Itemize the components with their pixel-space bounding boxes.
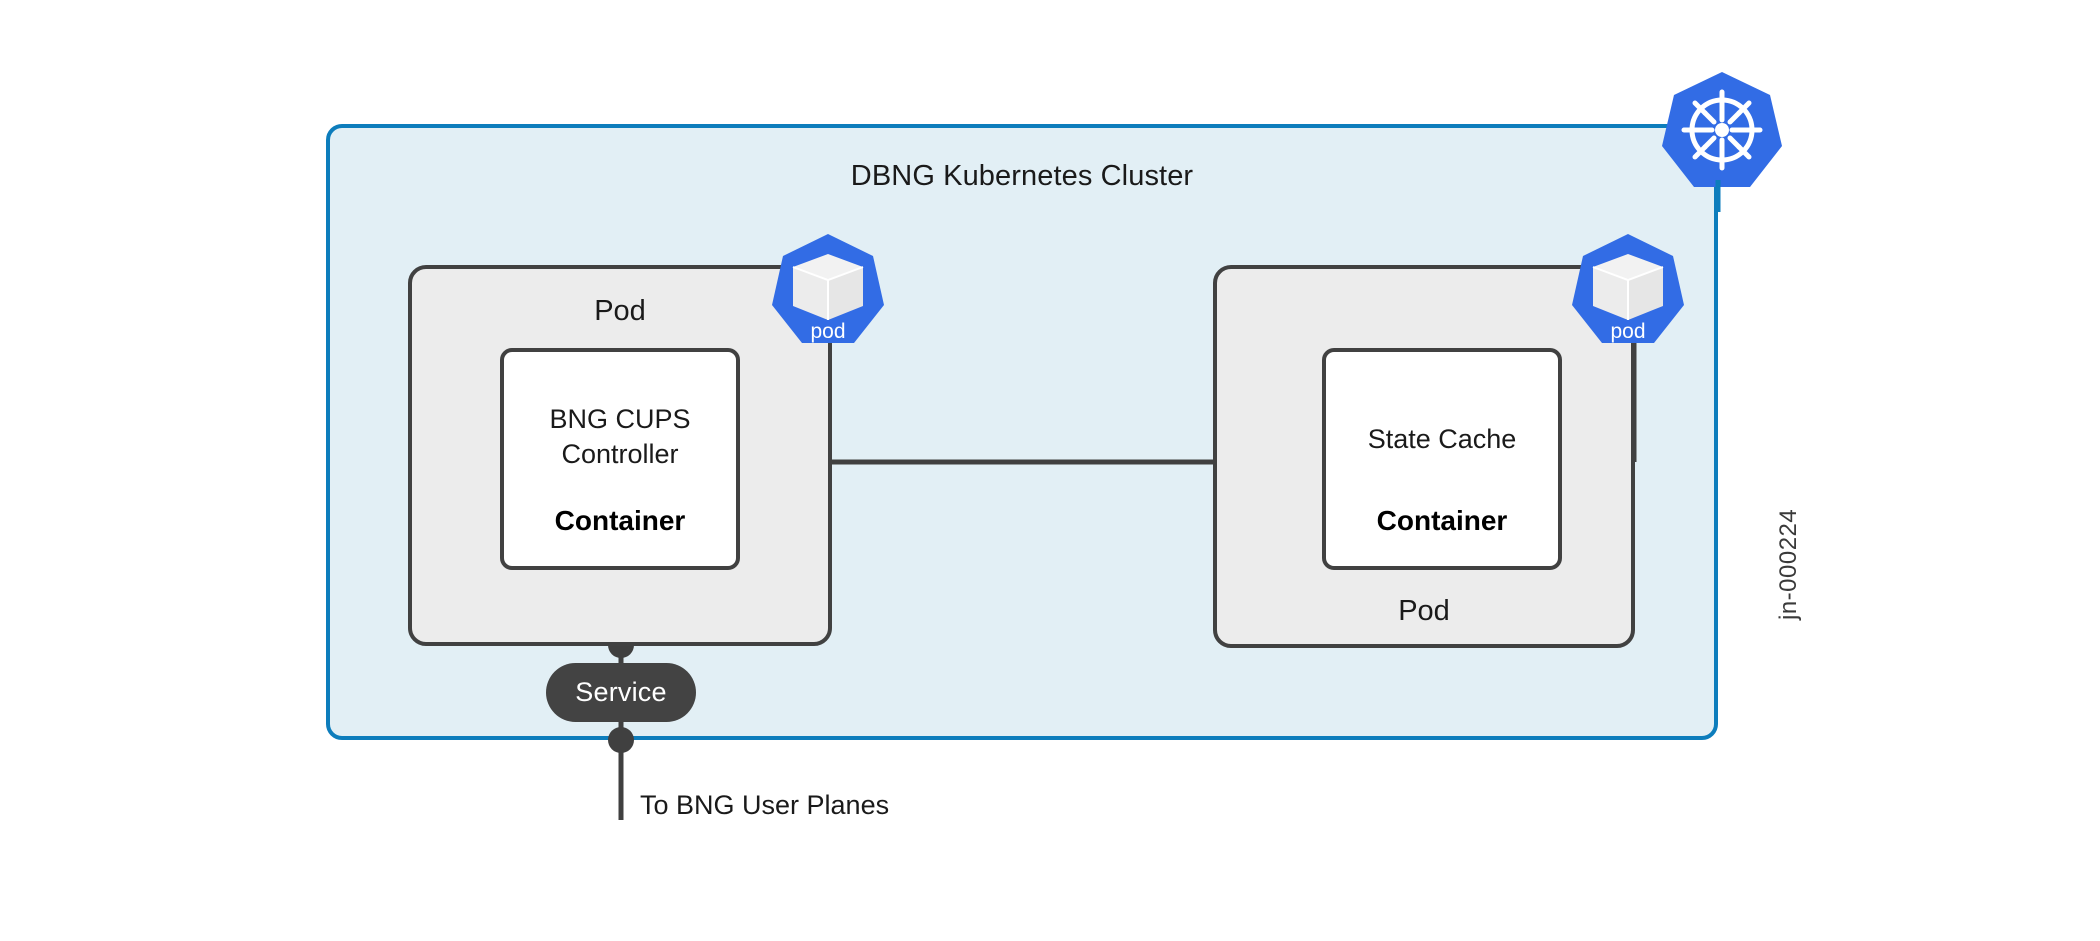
pod-icon-right-label: pod (1610, 320, 1645, 343)
pod-icon-right: pod (1570, 232, 1686, 348)
container-left-box (500, 348, 740, 570)
container-right-title: State Cache (1367, 424, 1517, 454)
container-right-box (1322, 348, 1562, 570)
pod-icon-left: pod (770, 232, 886, 348)
service-badge: Service (546, 663, 696, 722)
container-right-kind: Container (1376, 505, 1508, 536)
figure-id-watermark: jn-000224 (1775, 508, 1802, 620)
pod-right-label: Pod (1398, 595, 1450, 627)
cluster-title: DBNG Kubernetes Cluster (850, 160, 1194, 192)
container-left-title-line2: Controller (561, 439, 679, 469)
container-left-kind: Container (554, 505, 686, 536)
container-left-title-line1: BNG CUPS (549, 404, 691, 434)
container-left-title: BNG CUPS Controller (500, 402, 740, 472)
bottom-caption: To BNG User Planes (640, 790, 890, 820)
pod-left-label: Pod (594, 295, 646, 327)
pod-icon-left-label: pod (810, 320, 845, 343)
kubernetes-helm-icon (1660, 68, 1784, 192)
